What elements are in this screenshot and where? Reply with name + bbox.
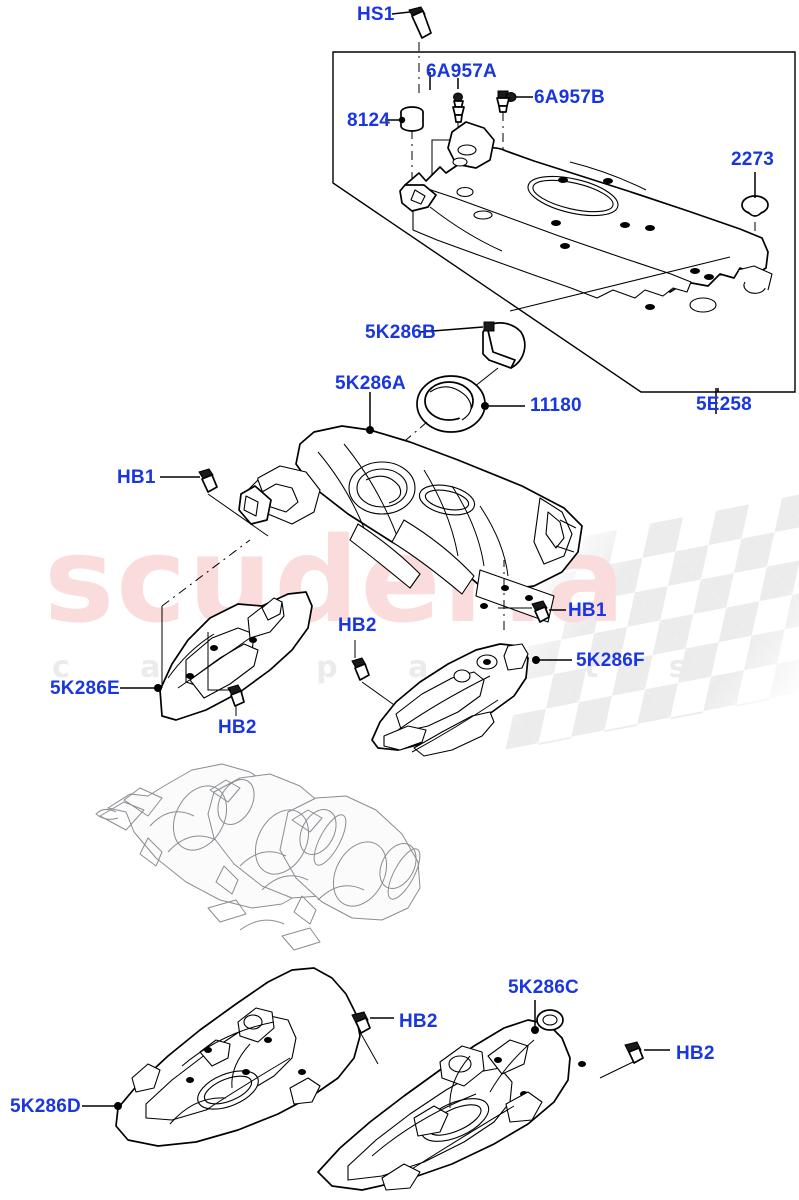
callout-5k286f[interactable]: 5K286F [576, 650, 645, 671]
part-hs1 [408, 6, 432, 96]
part-8124 [400, 106, 424, 185]
callout-hb2-bottom-right[interactable]: HB2 [676, 1043, 715, 1064]
turbocharger-assembly-ghost [95, 763, 421, 951]
callout-5k286c[interactable]: 5K286C [508, 977, 579, 998]
part-5k286a [238, 425, 583, 623]
part-5e258-shield [399, 121, 773, 313]
part-hb2-bottom-left [351, 1011, 379, 1065]
callout-5e258[interactable]: 5E258 [696, 394, 752, 415]
part-5k286d [115, 967, 361, 1147]
part-hb2-bottom-right [599, 1041, 644, 1079]
callout-11180[interactable]: 11180 [530, 395, 582, 416]
callout-2273[interactable]: 2273 [731, 149, 775, 170]
part-5k286c [317, 1009, 586, 1191]
part-hb1-left [198, 468, 269, 537]
part-5k286f [371, 560, 529, 757]
callout-6a957b[interactable]: 6A957B [534, 87, 605, 108]
callout-hs1[interactable]: HS1 [357, 4, 395, 25]
callout-5k286e[interactable]: 5K286E [50, 678, 120, 699]
part-5k286e [159, 539, 313, 721]
callout-hb2-bottom-left[interactable]: HB2 [399, 1011, 438, 1032]
part-11180 [391, 375, 486, 453]
callout-hb2-mid[interactable]: HB2 [338, 615, 377, 636]
callout-hb1-right[interactable]: HB1 [568, 600, 607, 621]
part-hb1-right [498, 600, 550, 623]
part-hb2-lower-left [207, 632, 245, 716]
callout-hb1-left[interactable]: HB1 [117, 467, 156, 488]
callout-8124[interactable]: 8124 [347, 110, 391, 131]
callout-5k286d[interactable]: 5K286D [10, 1096, 81, 1117]
callout-5k286a[interactable]: 5K286A [335, 373, 406, 394]
callout-5k286b[interactable]: 5K286B [365, 322, 436, 343]
part-hb2-mid [351, 640, 405, 713]
callout-6a957a[interactable]: 6A957A [426, 61, 497, 82]
callout-hb2-lower-left[interactable]: HB2 [218, 717, 257, 738]
